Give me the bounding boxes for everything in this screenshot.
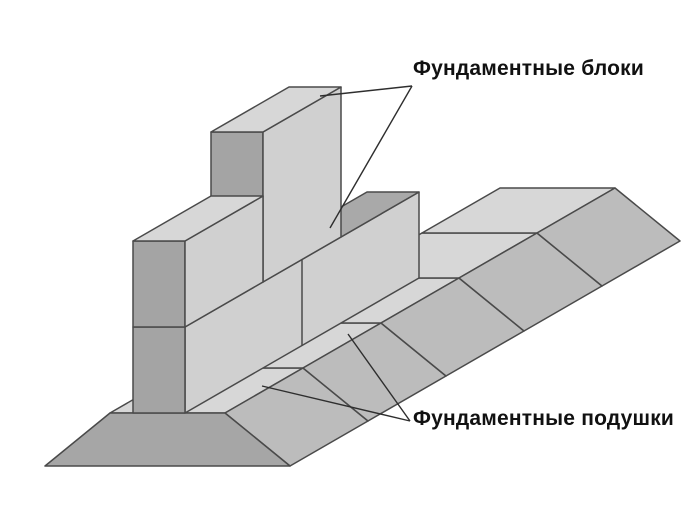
tall-block-top-face xyxy=(210,86,342,133)
upper-block-top-face xyxy=(132,195,264,242)
label-foundation-cushions: Фундаментные подушки xyxy=(413,407,675,430)
cushion-end-face xyxy=(44,412,291,467)
label-foundation-blocks: Фундаментные блоки xyxy=(413,57,644,80)
leader-line-blocks-front xyxy=(329,85,413,229)
upper-block-end-face xyxy=(132,240,186,328)
foundation-blocks-group xyxy=(132,86,420,414)
leader-line-cushions-upper xyxy=(347,333,411,422)
block-course-end-face xyxy=(132,326,186,414)
cushion-chamfer-face xyxy=(536,187,681,287)
leader-line-cushions-lower xyxy=(261,385,411,422)
leader-lines-group xyxy=(261,85,413,422)
leader-line-blocks-top xyxy=(319,85,413,97)
